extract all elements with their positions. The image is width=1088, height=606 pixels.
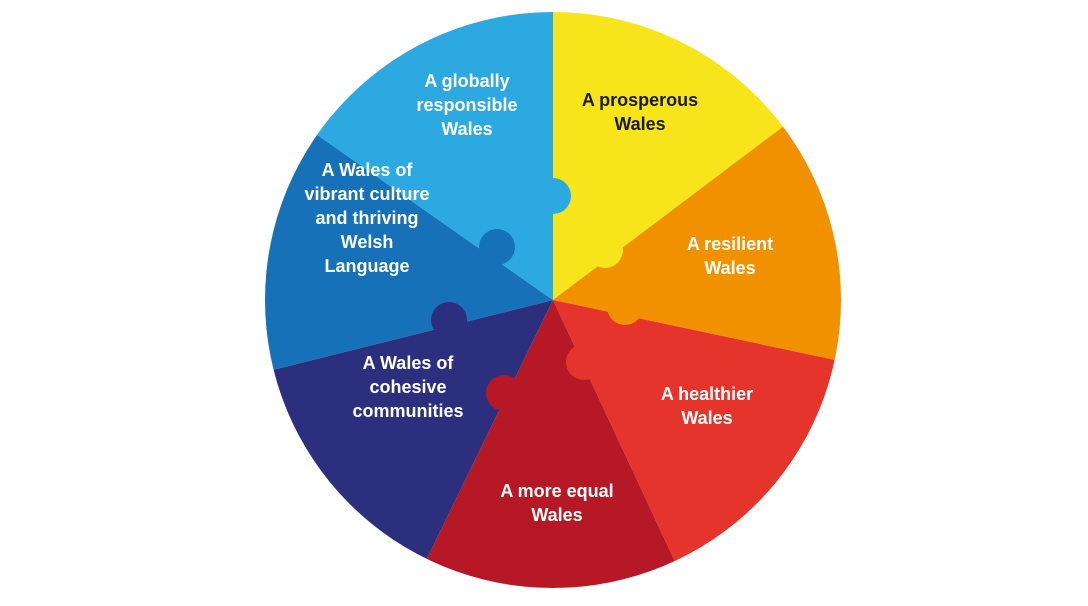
segment-prosperous — [553, 12, 791, 300]
goal-label-line: Welsh — [341, 232, 394, 252]
segment-vibrant-culture — [265, 129, 553, 373]
goal-label-line: communities — [352, 401, 463, 421]
goal-label-line: and thriving — [316, 208, 419, 228]
goal-label-line: A prosperous — [582, 90, 698, 110]
goal-label-line: Wales — [531, 505, 582, 525]
goal-label-line: A globally — [424, 71, 509, 91]
goal-label-line: vibrant culture — [304, 184, 429, 204]
goal-label-line: cohesive — [369, 377, 446, 397]
goal-label-cohesive-communities: A Wales of cohesive communities — [352, 353, 463, 421]
goal-label-line: Language — [324, 256, 409, 276]
puzzle-tab-cohesive-communities — [431, 302, 467, 338]
goal-label-line: Wales — [704, 258, 755, 278]
goal-label-line: A resilient — [687, 234, 773, 254]
goal-label-line: responsible — [416, 95, 517, 115]
puzzle-tab-vibrant-culture — [479, 229, 515, 265]
goal-label-line: Wales — [441, 119, 492, 139]
segment-healthier — [553, 300, 841, 571]
goal-label-line: Wales — [681, 408, 732, 428]
goal-label-line: A healthier — [661, 384, 753, 404]
goal-label-line: Wales — [614, 114, 665, 134]
puzzle-tabs-layer — [431, 178, 643, 411]
goal-label-line: A more equal — [500, 481, 613, 501]
goal-label-line: A Wales of — [322, 160, 414, 180]
goal-label-line: A Wales of — [363, 353, 455, 373]
puzzle-tab-more-equal — [486, 375, 522, 411]
puzzle-tab-resilient — [607, 289, 643, 325]
puzzle-tab-prosperous — [587, 232, 623, 268]
puzzle-tab-healthier — [566, 344, 602, 380]
segment-more-equal — [422, 300, 679, 588]
puzzle-tab-globally-responsible — [535, 178, 571, 214]
